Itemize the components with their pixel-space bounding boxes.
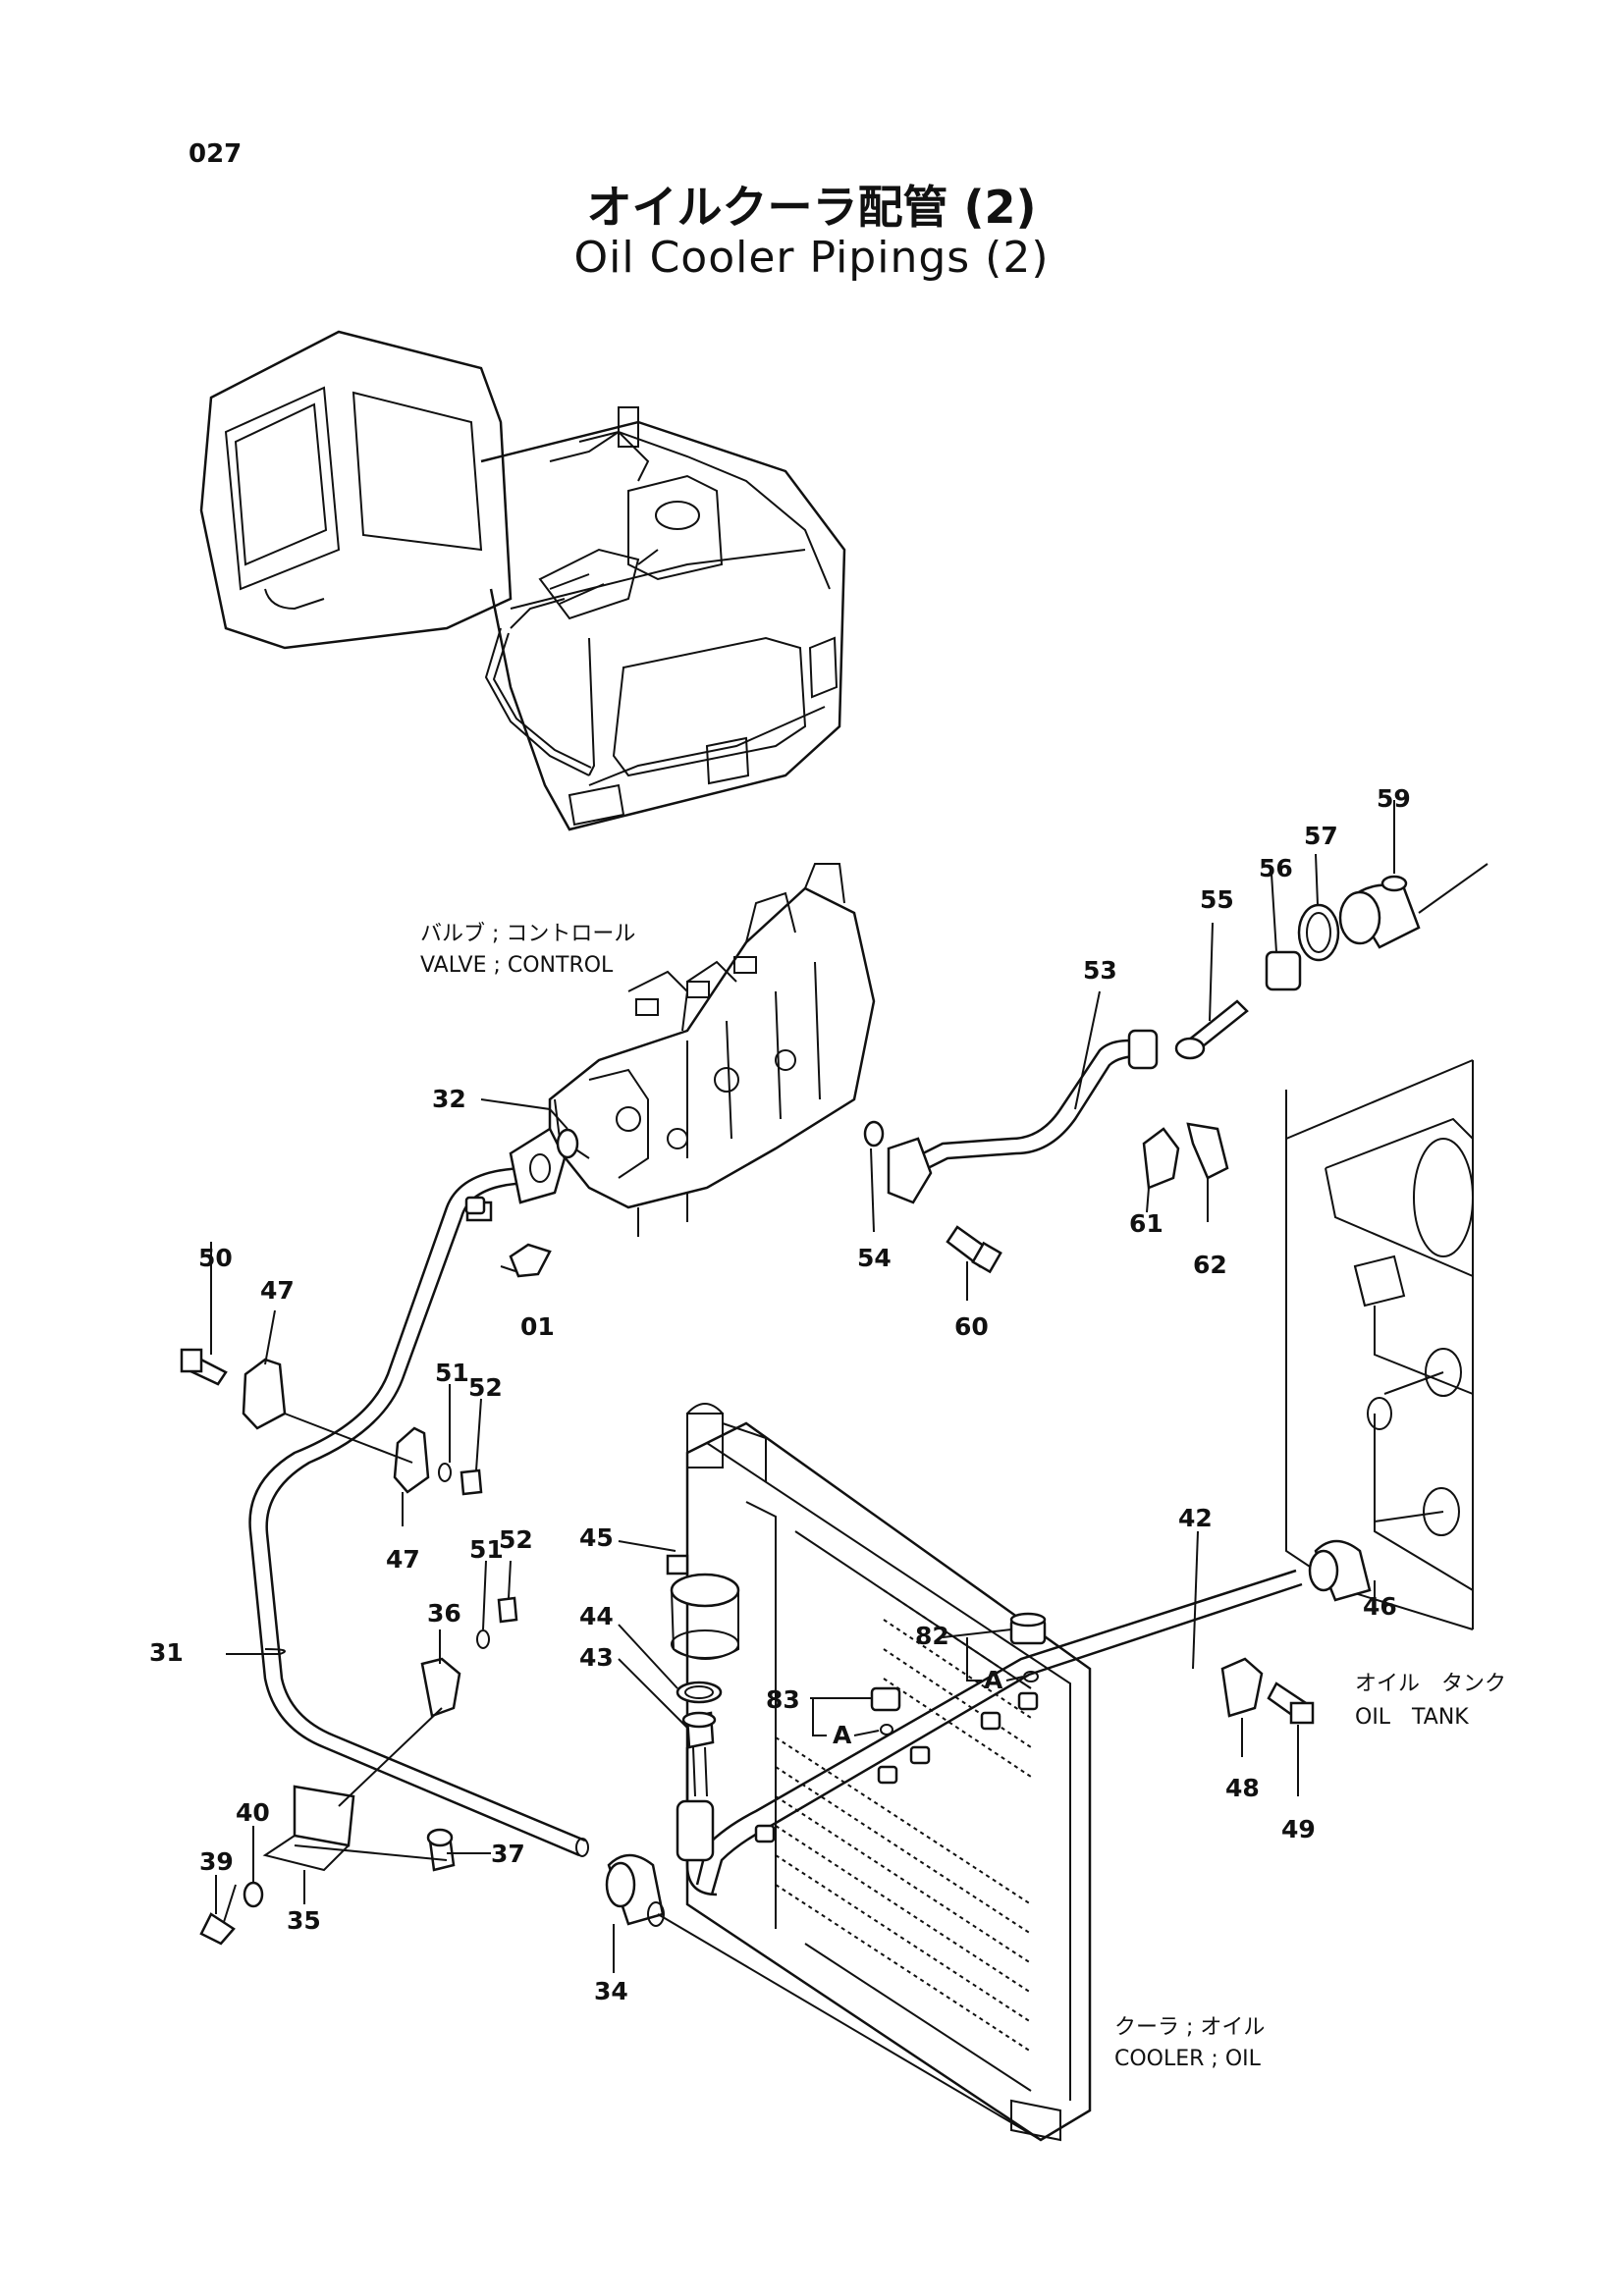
part-label: 49: [1281, 1815, 1316, 1843]
part-label: 59: [1377, 784, 1411, 813]
hardware: [180, 903, 1340, 1946]
part-label: 31: [149, 1638, 184, 1667]
part-label: 42: [1178, 1504, 1213, 1532]
part-label: 50: [198, 1244, 233, 1272]
part-label: 51: [469, 1535, 504, 1564]
part-label: 55: [1200, 885, 1234, 914]
part-label: 62: [1193, 1251, 1227, 1279]
part-label: 48: [1225, 1774, 1260, 1802]
part-label: 34: [594, 1977, 628, 2005]
callout-letter-a: A: [833, 1721, 852, 1749]
part-label: 82: [915, 1622, 949, 1650]
oil-tank: [1285, 1059, 1474, 1630]
part-label: 43: [579, 1643, 614, 1672]
part-labels: 01 31 32 34 35 36 37 39 40 42 43 44 45 4…: [149, 784, 1411, 2005]
tank-caption-en: OIL TANK: [1355, 1705, 1469, 1730]
leader-lines: [210, 800, 1395, 1973]
page-number: 027: [189, 139, 243, 169]
part-label: 52: [468, 1373, 503, 1402]
part-label: 32: [432, 1085, 466, 1113]
pipes: [248, 863, 1488, 2141]
part-label: 57: [1304, 822, 1338, 850]
part-label: 52: [499, 1525, 533, 1554]
part-label: 60: [954, 1312, 989, 1341]
part-label: 61: [1129, 1209, 1163, 1238]
title-english: Oil Cooler Pipings (2): [573, 233, 1050, 283]
part-label: 44: [579, 1602, 614, 1630]
part-label: 40: [236, 1798, 270, 1827]
title-japanese: オイルクーラ配管 (2): [586, 181, 1037, 234]
part-label: 45: [579, 1523, 614, 1552]
part-label: 53: [1083, 956, 1117, 985]
component-captions: バルブ ; コントロール VALVE ; CONTROL オイル タンク OIL…: [420, 922, 1506, 2071]
control-valve: [548, 863, 876, 1237]
part-label: 37: [491, 1840, 525, 1868]
tank-caption-ja: オイル タンク: [1355, 1672, 1506, 1696]
part-label: 39: [199, 1847, 234, 1876]
valve-caption-en: VALVE ; CONTROL: [420, 953, 614, 978]
excavator-overview: [199, 330, 846, 831]
part-label: 47: [386, 1545, 420, 1574]
part-label: 46: [1363, 1592, 1397, 1621]
part-label: 01: [520, 1312, 555, 1341]
part-label: 56: [1259, 854, 1293, 882]
valve-caption-ja: バルブ ; コントロール: [420, 922, 635, 946]
part-label: 54: [857, 1244, 892, 1272]
part-label: 51: [435, 1359, 469, 1387]
cooler-caption-en: COOLER ; OIL: [1114, 2047, 1262, 2071]
part-label: 83: [766, 1685, 800, 1714]
part-label: 47: [260, 1276, 295, 1305]
part-label: 35: [287, 1906, 321, 1935]
cooler-caption-ja: クーラ ; オイル: [1114, 2015, 1265, 2040]
callout-letter-a: A: [984, 1666, 1003, 1694]
part-label: 36: [427, 1599, 461, 1628]
